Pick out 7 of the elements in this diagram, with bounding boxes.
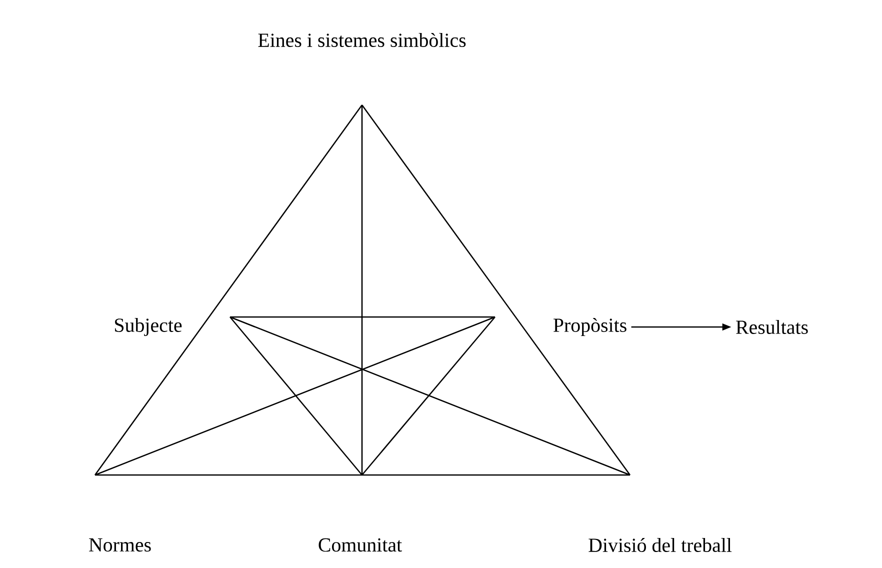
node-label: Propòsits	[554, 318, 626, 336]
node-label: Divisió del treball	[588, 538, 732, 552]
node-label: Resultats	[736, 320, 808, 334]
node-label: Subjecte	[115, 318, 182, 336]
node-label: Comunitat	[318, 538, 402, 552]
node-label: Eines i sistemes simbòlics	[258, 32, 466, 47]
node-label: Normes	[89, 538, 151, 552]
